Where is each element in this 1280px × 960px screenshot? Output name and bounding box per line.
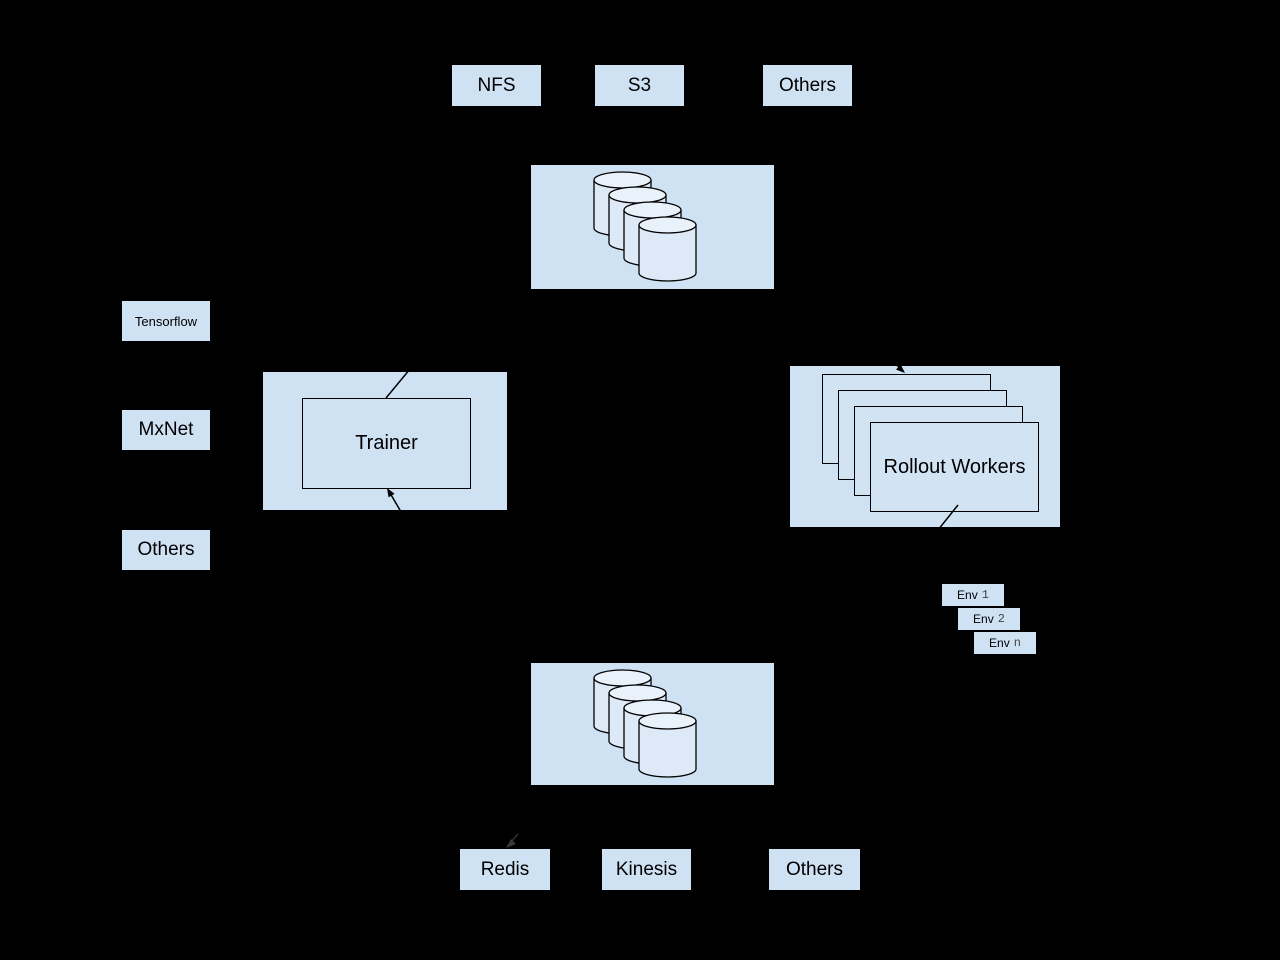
experience-storage-box bbox=[530, 662, 775, 786]
env-box-n: Env n bbox=[973, 631, 1037, 655]
env-label: Env bbox=[957, 588, 978, 602]
env-box-2: Env 2 bbox=[957, 607, 1021, 631]
trainer-box: Trainer bbox=[262, 371, 508, 511]
database-cylinders-icon bbox=[593, 669, 697, 778]
arrow-into-redis bbox=[506, 833, 519, 848]
env-id: 2 bbox=[997, 612, 1005, 626]
node-nfs: NFS bbox=[451, 64, 542, 107]
node-redis: Redis bbox=[459, 848, 551, 891]
trainer-label: Trainer bbox=[355, 432, 418, 454]
rollout-stack-rect-front: Rollout Workers bbox=[870, 422, 1039, 512]
node-mxnet: MxNet bbox=[121, 409, 211, 451]
env-box-1: Env 1 bbox=[941, 583, 1005, 607]
node-kinesis: Kinesis bbox=[601, 848, 692, 891]
model-storage-box bbox=[530, 164, 775, 290]
env-id: 1 bbox=[981, 588, 989, 602]
trainer-inner-box: Trainer bbox=[302, 398, 471, 489]
node-s3: S3 bbox=[594, 64, 685, 107]
env-id: n bbox=[1013, 636, 1021, 650]
rollout-workers-box: Rollout Workers bbox=[789, 365, 1061, 528]
node-others-top: Others bbox=[762, 64, 853, 107]
rollout-workers-label: Rollout Workers bbox=[883, 455, 1026, 478]
node-others-frameworks: Others bbox=[121, 529, 211, 571]
database-cylinders-icon bbox=[593, 171, 697, 282]
env-label: Env bbox=[973, 612, 994, 626]
node-others-bottom: Others bbox=[768, 848, 861, 891]
env-label: Env bbox=[989, 636, 1010, 650]
node-tensorflow: Tensorflow bbox=[121, 300, 211, 342]
